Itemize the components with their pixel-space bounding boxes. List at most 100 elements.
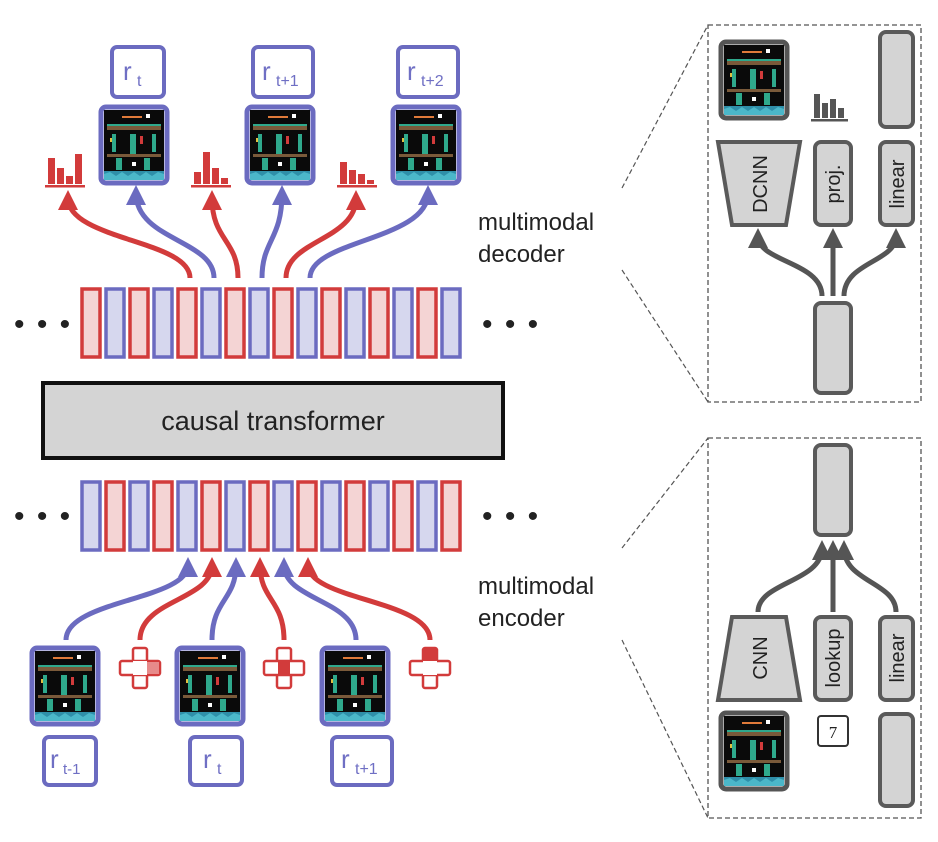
- dcnn-label: DCNN: [750, 155, 772, 213]
- action-histogram-icon: [811, 94, 848, 122]
- linear-head: linear: [878, 140, 915, 227]
- return-symbol: r: [262, 56, 271, 86]
- action-index-box: 7: [817, 715, 849, 747]
- ellipsis-right-bottom: • • •: [482, 500, 540, 533]
- action-token: [416, 287, 438, 359]
- encoder-return-boxes: r t-1 r t r t+1: [42, 735, 394, 787]
- observation-token: [80, 480, 102, 552]
- causal-transformer-block: causal transformer: [41, 381, 505, 460]
- decoder-label-line2: decoder: [478, 241, 565, 268]
- action-token: [224, 287, 246, 359]
- observation-token: [320, 480, 342, 552]
- return-symbol: r: [407, 56, 416, 86]
- return-subscript: t: [137, 73, 142, 90]
- encoder-label-line2: encoder: [478, 605, 565, 632]
- decoder-frames: [98, 104, 462, 186]
- return-subscript: t+1: [355, 761, 378, 778]
- return-value-output: [878, 30, 915, 129]
- ellipsis-right-top: • • •: [482, 308, 540, 341]
- dpad-icon: [408, 646, 452, 690]
- decoder-input-embedding: [813, 301, 853, 395]
- projection-label: proj.: [823, 165, 845, 204]
- encoder-detail-panel: CNN lookup linear 7: [707, 437, 922, 819]
- action-token: [320, 287, 342, 359]
- decoder-action-histograms: [45, 152, 377, 188]
- cnn-head: CNN: [715, 615, 803, 702]
- return-symbol: r: [50, 744, 59, 774]
- encoder-output-embedding: [813, 443, 853, 537]
- observation-token: [128, 480, 150, 552]
- action-token: [368, 287, 390, 359]
- action-token: [80, 287, 102, 359]
- game-frame: [319, 645, 391, 727]
- decoder-return-boxes: r t r t+1 r t+2: [110, 45, 460, 99]
- observation-token: [392, 287, 414, 359]
- observation-token: [152, 287, 174, 359]
- return-box-t: r t: [110, 45, 166, 99]
- action-histogram-icon: [337, 162, 377, 188]
- return-box-t-minus-1: r t-1: [42, 735, 98, 787]
- lookup-label: lookup: [823, 629, 845, 688]
- return-subscript: t: [217, 761, 222, 778]
- return-box-t: r t: [188, 735, 244, 787]
- action-token: [344, 480, 366, 552]
- observation-token: [224, 480, 246, 552]
- cnn-label: CNN: [750, 636, 772, 679]
- dpad-icon: [262, 646, 306, 690]
- action-token: [200, 480, 222, 552]
- decoder-arrows: [58, 185, 438, 279]
- action-token: [392, 480, 414, 552]
- linear-label: linear: [887, 159, 909, 208]
- observation-token: [296, 287, 318, 359]
- game-frame: [29, 645, 101, 727]
- return-box-t-plus-2: r t+2: [396, 45, 460, 99]
- action-token: [440, 480, 462, 552]
- ellipsis-left-top: • • •: [14, 308, 72, 341]
- observation-token: [344, 287, 366, 359]
- game-frame: [244, 104, 316, 186]
- encoder-label-line1: multimodal: [478, 573, 594, 600]
- linear-label: linear: [887, 633, 909, 682]
- return-symbol: r: [341, 744, 350, 774]
- observation-token: [440, 287, 462, 359]
- predicted-frame: [718, 39, 790, 121]
- output-token-row: [80, 287, 462, 359]
- decoder-detail-panel: DCNN proj. linear: [707, 24, 922, 403]
- ellipsis-left-bottom: • • •: [14, 500, 72, 533]
- observation-token: [200, 287, 222, 359]
- observation-token: [368, 480, 390, 552]
- action-token: [272, 287, 294, 359]
- return-box-t-plus-1: r t+1: [251, 45, 315, 99]
- game-frame: [390, 104, 462, 186]
- observation-token: [176, 480, 198, 552]
- dcnn-head: DCNN: [715, 140, 803, 227]
- action-token: [128, 287, 150, 359]
- return-subscript: t-1: [63, 761, 81, 778]
- encoder-arrows: [63, 557, 433, 641]
- decoder-label-line1: multimodal: [478, 209, 594, 236]
- action-histogram-icon: [45, 154, 85, 188]
- action-token: [152, 480, 174, 552]
- return-subscript: t+1: [276, 73, 299, 90]
- game-frame: [174, 645, 246, 727]
- observation-token: [248, 287, 270, 359]
- return-value-input: [878, 712, 915, 808]
- projection-head: proj.: [813, 140, 853, 227]
- action-token: [104, 480, 126, 552]
- observation-token: [104, 287, 126, 359]
- lookup-head: lookup: [813, 615, 853, 702]
- action-token: [296, 480, 318, 552]
- linear-head: linear: [878, 615, 915, 702]
- causal-transformer-label: causal transformer: [161, 406, 385, 436]
- action-histogram-icon: [191, 152, 231, 188]
- input-token-row: [80, 480, 462, 552]
- game-frame: [98, 104, 170, 186]
- callout-lines: [621, 24, 709, 819]
- action-token: [248, 480, 270, 552]
- return-box-t-plus-1: r t+1: [330, 735, 394, 787]
- observation-token: [416, 480, 438, 552]
- observation-token: [272, 480, 294, 552]
- return-symbol: r: [123, 56, 132, 86]
- return-subscript: t+2: [421, 73, 444, 90]
